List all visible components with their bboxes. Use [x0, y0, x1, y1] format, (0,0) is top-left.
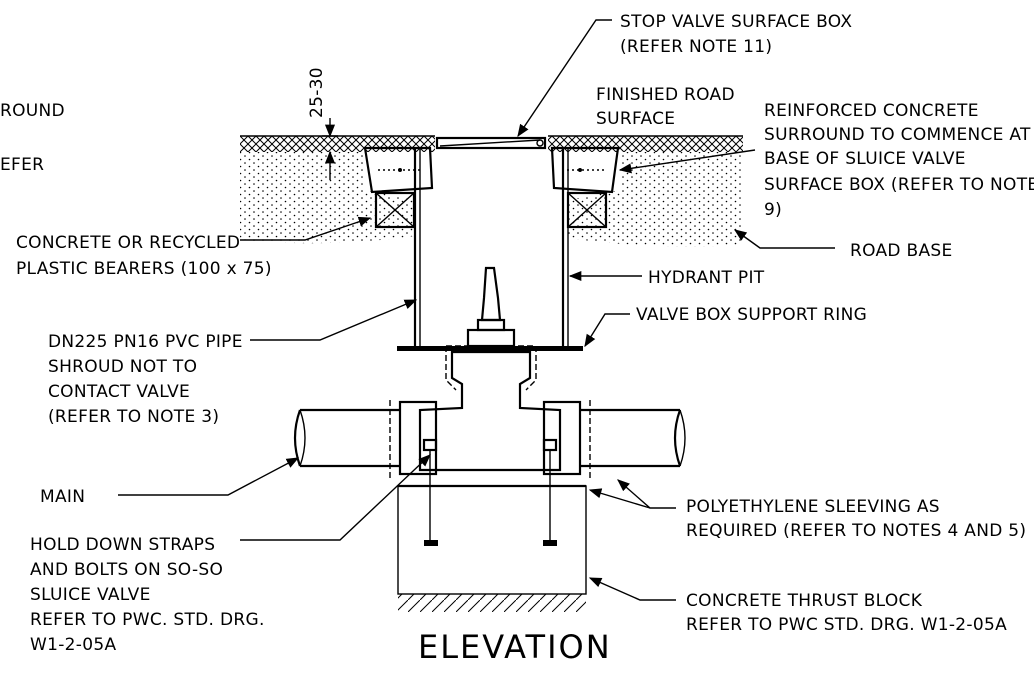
- refer-label: EFER: [0, 155, 44, 175]
- valve-body: [418, 345, 562, 472]
- bearers-label-2: PLASTIC BEARERS (100 x 75): [16, 259, 272, 279]
- main-label: MAIN: [40, 487, 85, 507]
- stop-valve-label-1: STOP VALVE SURFACE BOX: [620, 12, 852, 32]
- reinforced-label-1: REINFORCED CONCRETE: [764, 101, 979, 121]
- pipe-label-4: (REFER TO NOTE 3): [48, 407, 219, 427]
- ground-label: ROUND: [0, 101, 65, 121]
- dimension-label: 25-30: [307, 67, 327, 118]
- sleeving-label-1: POLYETHYLENE SLEEVING AS: [686, 497, 940, 517]
- surface-box-lid: [435, 136, 547, 150]
- reinforced-label-3: BASE OF SLUICE VALVE: [764, 149, 966, 169]
- pipe-label-2: SHROUD NOT TO: [48, 357, 197, 377]
- stop-valve-label-2: (REFER NOTE 11): [620, 37, 772, 57]
- thrust-label-1: CONCRETE THRUST BLOCK: [686, 591, 923, 611]
- bearers-label-1: CONCRETE OR RECYCLED: [16, 233, 240, 253]
- reinforced-label-2: SURROUND TO COMMENCE AT: [764, 125, 1031, 145]
- leader-lines: [118, 19, 835, 601]
- dimension-marker: 25-30: [307, 67, 338, 180]
- thrust-block: [397, 484, 587, 612]
- straps-label-3: SLUICE VALVE: [30, 585, 151, 605]
- straps-label-4: REFER TO PWC. STD. DRG.: [30, 610, 265, 630]
- thrust-label-2: REFER TO PWC STD. DRG. W1-2-05A: [686, 615, 1007, 635]
- hydrant-pit-label: HYDRANT PIT: [648, 268, 765, 288]
- hold-down-bolts: [422, 438, 558, 546]
- road-base-label: ROAD BASE: [850, 241, 953, 261]
- straps-label-5: W1-2-05A: [30, 635, 116, 655]
- drawing-title: ELEVATION: [418, 628, 612, 666]
- finished-road-label-1: FINISHED ROAD: [596, 85, 735, 105]
- road-surface: [240, 135, 743, 152]
- finished-road-label-2: SURFACE: [596, 109, 675, 129]
- pipe-main: [293, 400, 686, 478]
- reinforced-label-5: 9): [764, 200, 782, 220]
- support-ring: [397, 346, 583, 351]
- concrete-surround-right: [550, 146, 620, 194]
- road-base: [240, 152, 743, 247]
- hydrant-pit: [413, 148, 569, 348]
- concrete-surround-left: [363, 146, 434, 194]
- reinforced-label-4: SURFACE BOX (REFER TO NOTE: [764, 175, 1034, 195]
- pipe-label-1: DN225 PN16 PVC PIPE: [48, 332, 243, 352]
- straps-label-1: HOLD DOWN STRAPS: [30, 535, 215, 555]
- pipe-label-3: CONTACT VALVE: [48, 382, 190, 402]
- sleeving-label-2: REQUIRED (REFER TO NOTES 4 AND 5): [686, 521, 1026, 541]
- support-ring-label: VALVE BOX SUPPORT RING: [636, 305, 867, 325]
- straps-label-2: AND BOLTS ON SO-SO: [30, 560, 223, 580]
- hydrant-riser: [466, 266, 516, 348]
